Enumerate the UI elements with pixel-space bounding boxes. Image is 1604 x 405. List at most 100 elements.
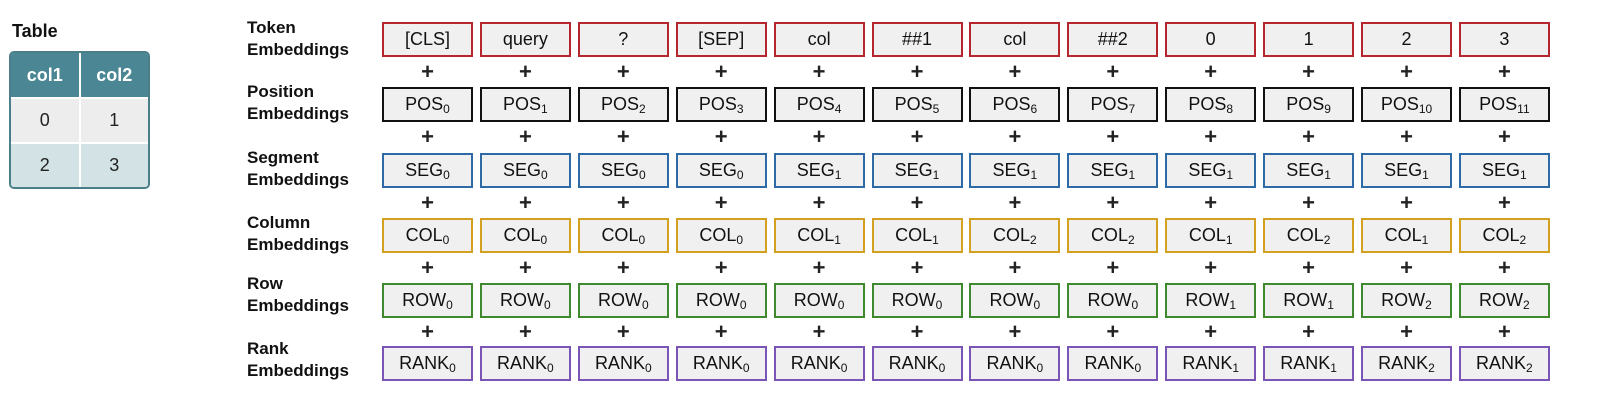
plus-icon: +	[910, 59, 924, 84]
token-embedding-cell: ?	[577, 22, 669, 57]
token-embedding-cell: query	[479, 22, 571, 57]
plus-icon: +	[518, 124, 532, 149]
plus-icon: +	[1497, 319, 1511, 344]
plus-icon: +	[1204, 59, 1218, 84]
plus-icon: +	[714, 124, 728, 149]
plus-icon: +	[910, 124, 924, 149]
segment-embeddings-label: Segment Embeddings	[247, 148, 350, 189]
plus-icon: +	[1400, 59, 1413, 84]
token-embedding-cell: 0	[1165, 22, 1257, 57]
token-embedding-cell: col	[773, 22, 865, 57]
plus-icon: +	[714, 59, 728, 84]
table-title: Table	[12, 21, 58, 41]
plus-icon: +	[518, 190, 532, 215]
plus-icon: +	[518, 319, 532, 344]
plus-icon: +	[616, 190, 630, 215]
row-embeddings-label: Row Embeddings	[247, 274, 350, 315]
position-embeddings-label: Position Embeddings	[247, 82, 350, 123]
plus-icon: +	[714, 190, 728, 215]
plus-icon: +	[1204, 124, 1218, 149]
plus-icon: +	[616, 59, 630, 84]
plus-icon: +	[616, 255, 630, 280]
plus-icon: +	[812, 255, 826, 280]
plus-icon: +	[910, 319, 924, 344]
token-embedding-cell: 2	[1361, 22, 1452, 57]
plus-icon: +	[1106, 319, 1120, 344]
plus-icon: +	[812, 190, 826, 215]
plus-icon: +	[812, 59, 826, 84]
example-table: col1 col2 0 1 2 3	[9, 51, 150, 189]
plus-icon: +	[1302, 319, 1316, 344]
plus-icon: +	[421, 190, 434, 215]
plus-icon: +	[1400, 319, 1413, 344]
plus-icon: +	[518, 255, 532, 280]
plus-icon: +	[1204, 190, 1218, 215]
column-embeddings-label: Column Embeddings	[247, 213, 350, 254]
table-header-col1: col1	[11, 53, 81, 99]
plus-icon: +	[1400, 124, 1413, 149]
token-embedding-cell: 3	[1458, 22, 1550, 57]
plus-icon: +	[616, 124, 630, 149]
plus-icon: +	[1106, 124, 1120, 149]
plus-icon: +	[421, 255, 434, 280]
plus-icon: +	[616, 319, 630, 344]
plus-icon: +	[1204, 319, 1218, 344]
plus-icon: +	[714, 255, 728, 280]
token-embedding-cell: [SEP]	[675, 22, 767, 57]
plus-icon: +	[1008, 255, 1022, 280]
plus-icon: +	[714, 319, 728, 344]
plus-icon: +	[1106, 190, 1120, 215]
plus-icon: +	[421, 124, 434, 149]
plus-icon: +	[518, 59, 532, 84]
token-embedding-cell: [CLS]	[382, 22, 473, 57]
rank-embeddings-label: Rank Embeddings	[247, 339, 350, 380]
plus-icon: +	[1204, 255, 1218, 280]
plus-icon: +	[1008, 190, 1022, 215]
token-embedding-cell: 1	[1263, 22, 1355, 57]
plus-icon: +	[1302, 124, 1316, 149]
